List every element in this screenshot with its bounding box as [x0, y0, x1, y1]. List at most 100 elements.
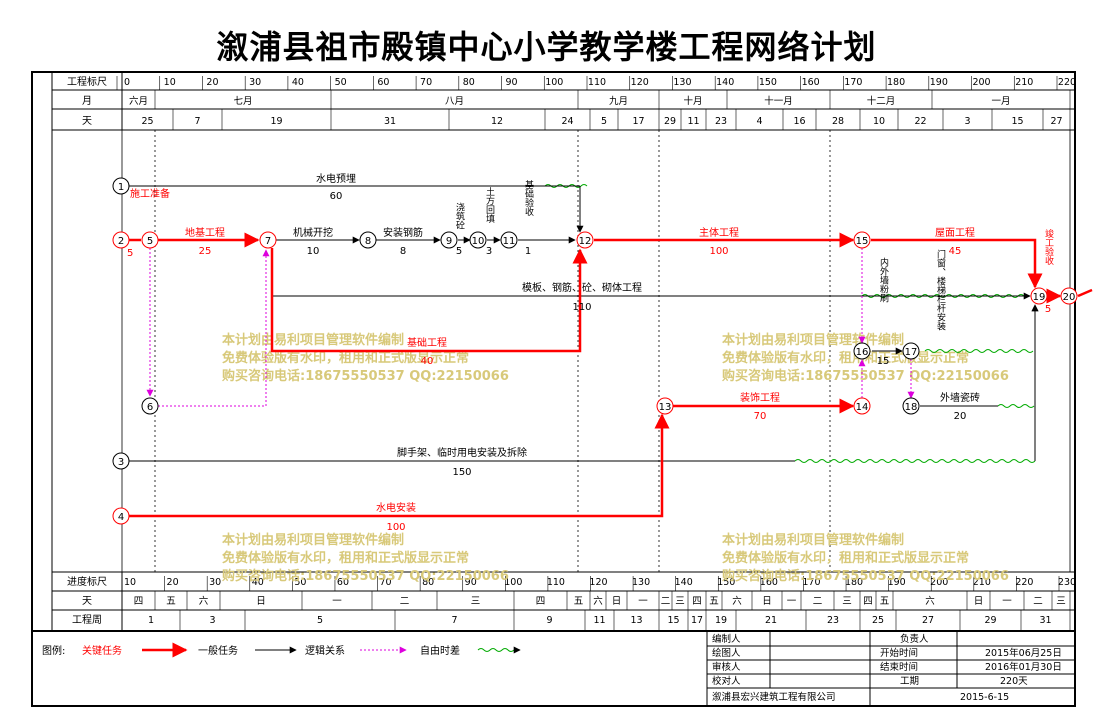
- legend-float: 自由时差: [420, 644, 460, 657]
- scale-tick: 170: [844, 77, 862, 88]
- activity-dur: 8: [400, 246, 406, 257]
- day-row-label: 天: [82, 116, 92, 127]
- activity-dur: 70: [754, 411, 767, 422]
- week-cell: 3: [209, 615, 215, 626]
- normal-tasks: [129, 185, 1039, 462]
- day-cell: 22: [914, 116, 926, 127]
- page-title: 溆浦县祖市殿镇中心小学教学楼工程网络计划: [216, 28, 877, 66]
- activity-label: 基础验收: [523, 179, 534, 217]
- scale-tick: 10: [124, 577, 136, 588]
- day-cell: 11: [687, 116, 699, 127]
- info-table: 编制人 负责人 绘图人 开始时间 2015年06月25日 审核人 结束时间 20…: [706, 630, 1076, 707]
- weekday-cell: 二: [400, 596, 410, 607]
- activity-dur: 40: [421, 356, 434, 367]
- weekday-row-label: 天: [82, 596, 92, 607]
- activity-label: 内外墙粉刷: [878, 256, 889, 302]
- activity-dur: 110: [572, 302, 591, 313]
- scale-tick: 190: [930, 77, 948, 88]
- scale-tick: 190: [888, 577, 906, 588]
- activity-dur: 45: [949, 246, 962, 257]
- svg-text:11: 11: [503, 236, 516, 247]
- weekday-cell: 一: [638, 596, 648, 607]
- activity-label: 安装钢筋: [383, 226, 423, 239]
- logic-links: [146, 248, 915, 407]
- month-cell: 七月: [233, 96, 252, 107]
- weekday-cell: 五: [880, 596, 890, 607]
- node: 2: [112, 231, 130, 249]
- day-cell: 17: [632, 116, 644, 127]
- day-cell: 25: [141, 116, 153, 127]
- weekday-cell: 三: [675, 596, 685, 607]
- week-cell: 15: [667, 615, 679, 626]
- float-line: [861, 294, 1025, 298]
- scale-tick: 60: [337, 577, 349, 588]
- info-label: 校对人: [712, 675, 741, 687]
- scale-tick: 50: [294, 577, 306, 588]
- svg-text:10: 10: [472, 236, 485, 247]
- week-cell: 29: [984, 615, 996, 626]
- scale-tick: 80: [422, 577, 434, 588]
- arrow-20-out: [1077, 288, 1093, 298]
- scale-tick: 130: [632, 577, 650, 588]
- scale-tick: 200: [972, 77, 990, 88]
- activity-dur: 5: [127, 248, 133, 259]
- month-cell: 一月: [991, 96, 1010, 107]
- svg-text:3: 3: [118, 457, 124, 468]
- svg-text:14: 14: [856, 402, 869, 413]
- month-row-label: 月: [82, 95, 92, 107]
- scale-tick: 220: [1058, 77, 1076, 88]
- node: 14: [853, 397, 871, 415]
- node: 18: [902, 397, 920, 415]
- day-cell: 31: [384, 116, 396, 127]
- info-value: 2015年06月25日: [985, 647, 1062, 659]
- week-cell: 1: [148, 615, 154, 626]
- legend: 图例: 关键任务 一般任务 逻辑关系 自由时差: [42, 642, 521, 658]
- node: 5: [141, 231, 159, 249]
- scale-tick: 40: [252, 577, 264, 588]
- node: 12: [576, 231, 594, 249]
- watermark-line: 购买咨询电话:18675550537 QQ:22150066: [222, 568, 509, 584]
- svg-text:15: 15: [856, 236, 869, 247]
- scale-tick: 160: [760, 577, 778, 588]
- weekday-cell: 一: [1002, 596, 1012, 607]
- svg-text:6: 6: [147, 402, 153, 413]
- activity-dur: 25: [199, 246, 212, 257]
- weekday-cell: 一: [787, 596, 797, 607]
- watermark-line: 购买咨询电话:18675550537 QQ:22150066: [222, 368, 509, 384]
- scale-tick: 120: [631, 77, 649, 88]
- week-cell: 31: [1039, 615, 1051, 626]
- weekday-cell: 三: [842, 596, 852, 607]
- weekday-cell: 六: [925, 595, 935, 607]
- scale-tick: 50: [335, 77, 347, 88]
- svg-text:17: 17: [905, 347, 918, 358]
- svg-text:2: 2: [118, 236, 124, 247]
- float-line: [997, 404, 1035, 408]
- float-line: [794, 459, 1036, 463]
- activity-dur: 100: [386, 522, 405, 533]
- scale-tick: 0: [124, 77, 130, 88]
- activity-label: 机械开挖: [293, 226, 333, 239]
- info-label: 结束时间: [880, 661, 918, 673]
- arrow-4-13: [129, 413, 670, 518]
- node: 1: [112, 177, 130, 195]
- week-cell: 11: [593, 615, 605, 626]
- week-cell: 17: [691, 615, 703, 626]
- scale-tick: 20: [167, 577, 179, 588]
- week-cell: 21: [765, 615, 777, 626]
- node: 7: [259, 231, 277, 249]
- day-cell: 15: [1011, 116, 1023, 127]
- activity-label: 水电安装: [376, 501, 416, 514]
- scale-tick: 180: [887, 77, 905, 88]
- weekday-cell: 二: [661, 596, 671, 607]
- activity-label: 脚手架、临时用电安装及拆除: [397, 446, 527, 459]
- legend-logic: 逻辑关系: [305, 644, 345, 657]
- day-cell: 24: [561, 116, 573, 127]
- node: 17: [902, 342, 920, 360]
- scale-tick: 120: [589, 577, 607, 588]
- scale-tick: 110: [588, 77, 606, 88]
- week-cell: 5: [317, 615, 323, 626]
- week-cell: 7: [451, 615, 457, 626]
- scale-tick: 180: [845, 577, 863, 588]
